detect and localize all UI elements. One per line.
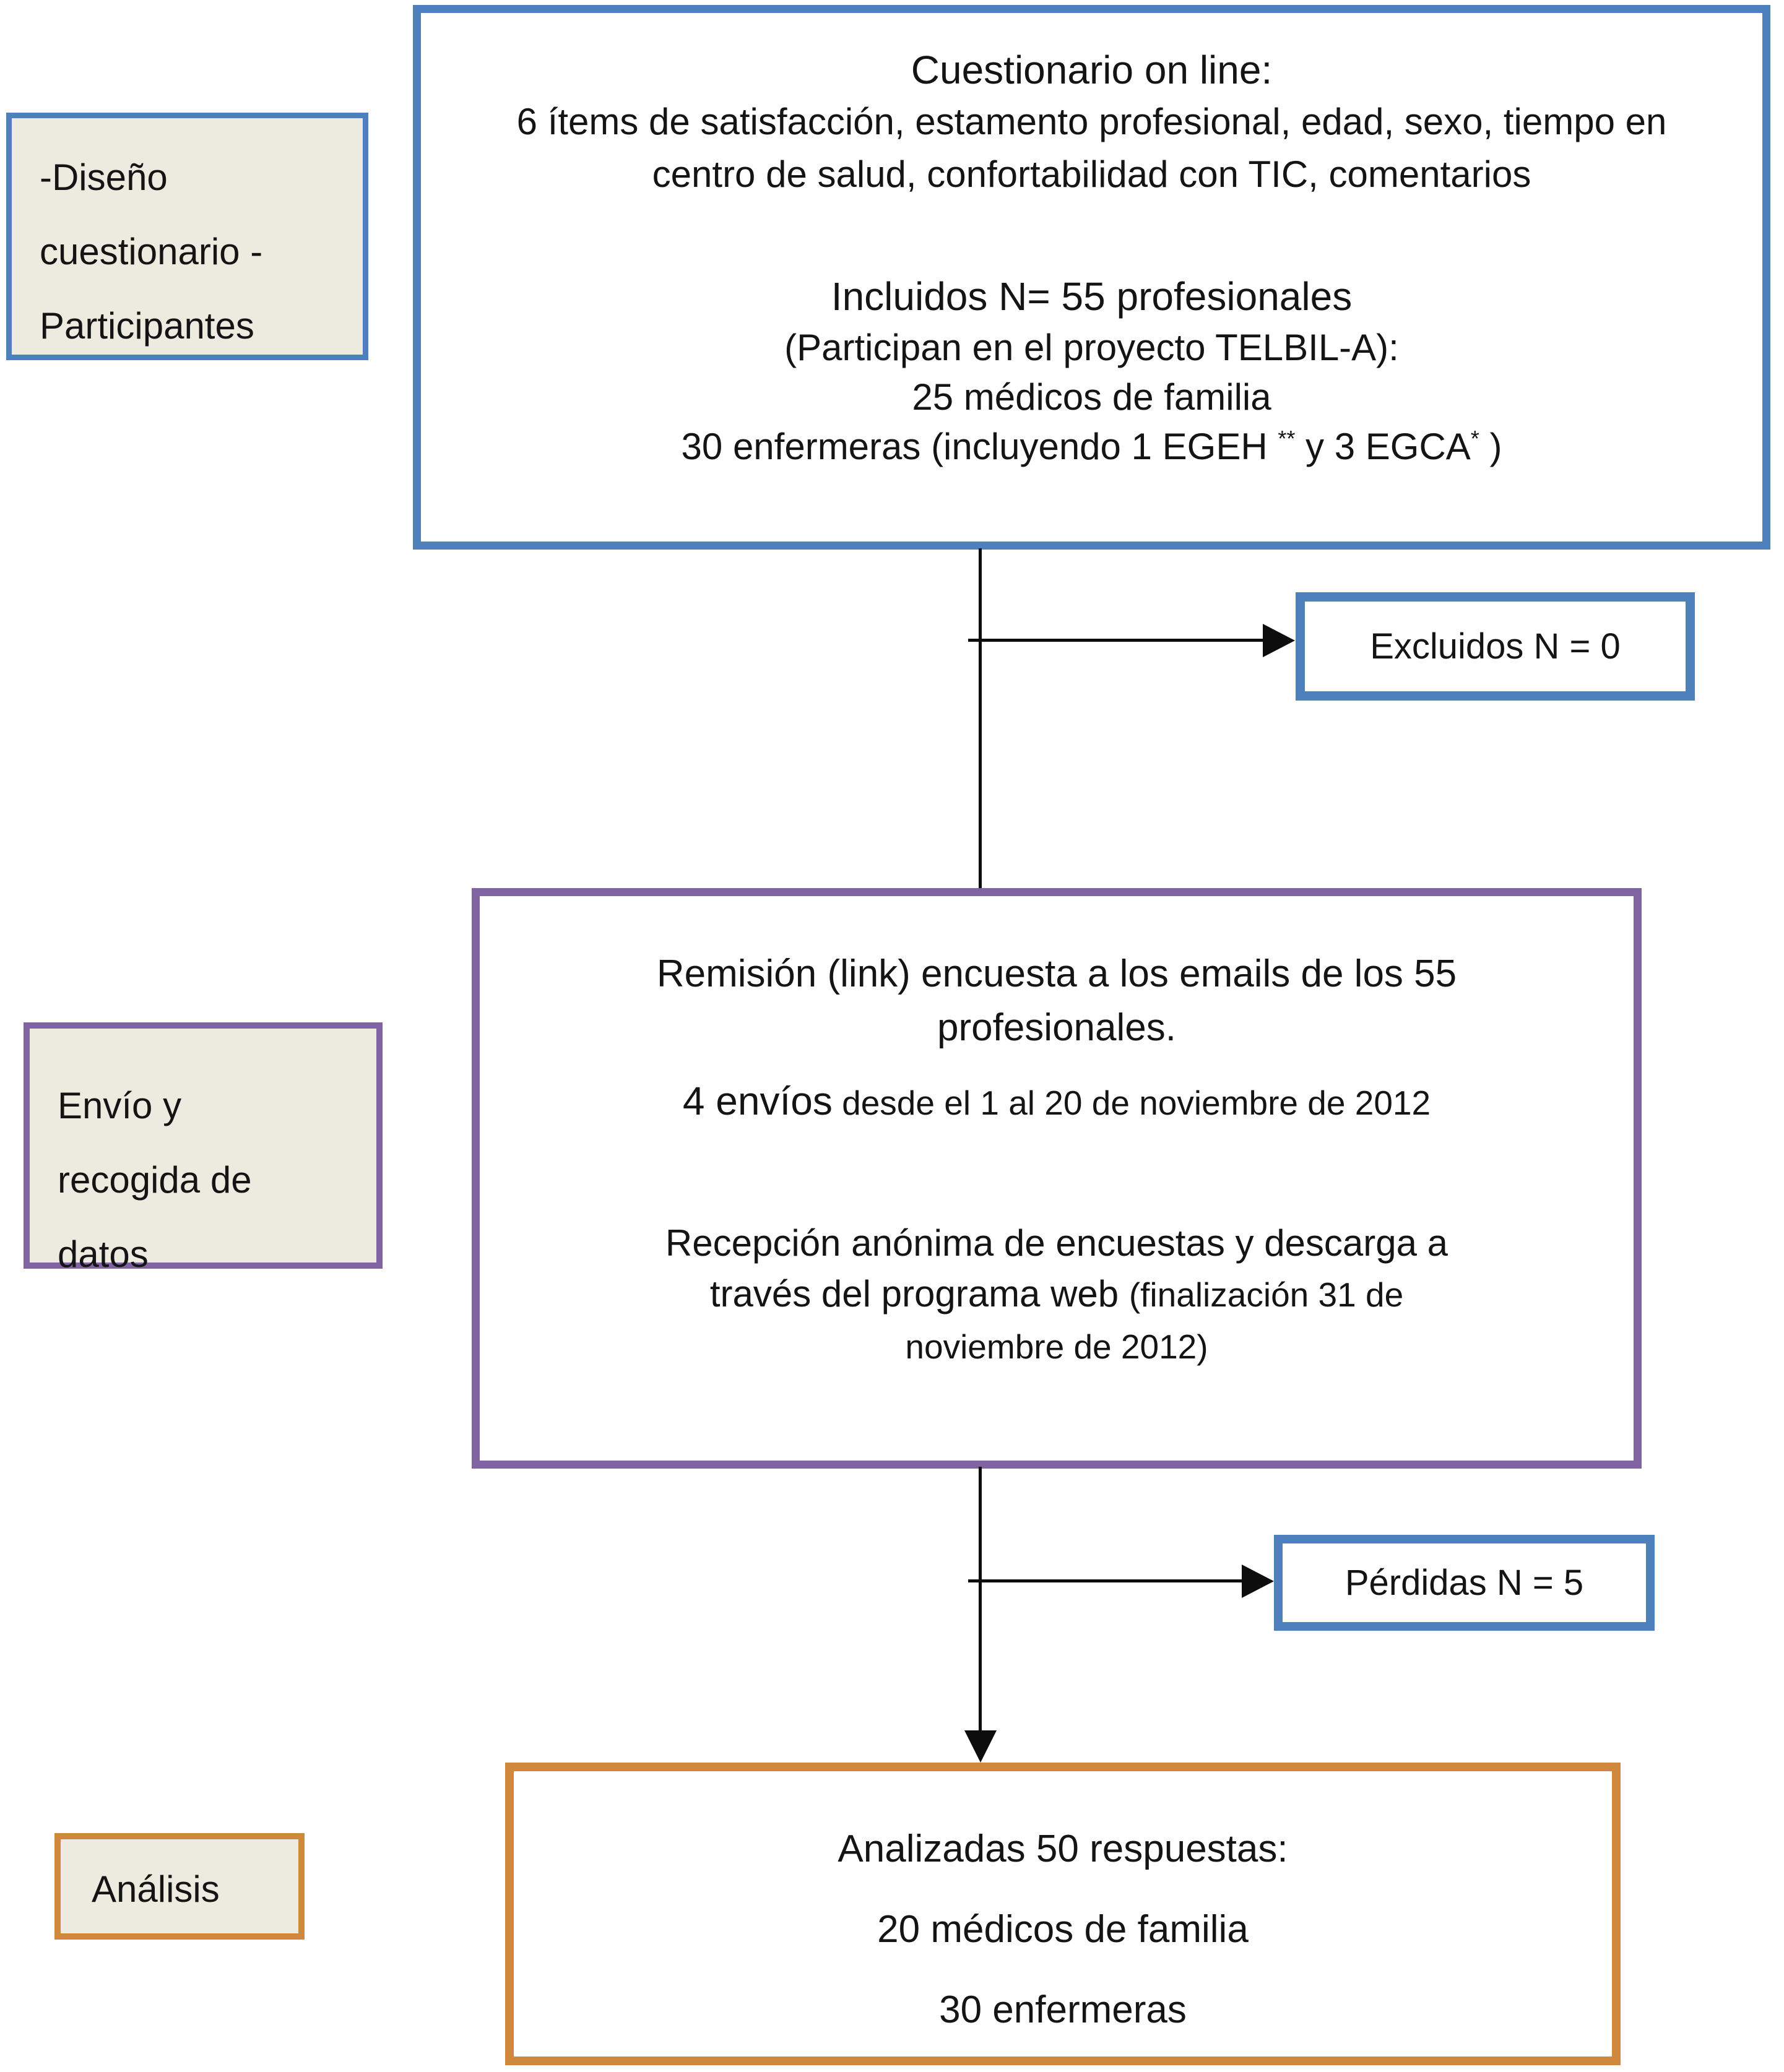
remission-line1: Remisión (link) encuesta a los emails de… <box>656 952 1457 995</box>
reception-line2-small: (finalización 31 de <box>1128 1276 1404 1314</box>
reception-line3: noviembre de 2012) <box>905 1327 1208 1366</box>
stage-label-analysis-line1: Análisis <box>92 1868 220 1910</box>
stage-label-design: -Diseño cuestionario - Participantes <box>6 113 368 360</box>
stage-label-design-line3: Participantes <box>40 305 254 347</box>
analyzed-arrowhead-icon <box>964 1730 997 1763</box>
nurses-footnote-egca: * <box>1470 426 1479 451</box>
stage-label-design-line2: cuestionario - <box>40 231 263 272</box>
sends-rest: desde el 1 al 20 de noviembre de 2012 <box>832 1084 1431 1122</box>
stage-label-collection: Envío y recogida de datos <box>24 1022 383 1275</box>
questionnaire-box: Cuestionario on line: 6 ítems de satisfa… <box>413 5 1770 550</box>
sends-line: 4 envíos desde el 1 al 20 de noviembre d… <box>480 1081 1634 1123</box>
losses-branch-line <box>968 1579 1243 1582</box>
questionnaire-items-line2: centro de salud, confortabilidad con TIC… <box>652 153 1531 195</box>
sends-emphasis: 4 envíos <box>682 1079 833 1123</box>
analyzed-line1: Analizadas 50 respuestas: <box>838 1828 1288 1870</box>
nurses-line: 30 enfermeras (incluyendo 1 EGEH ** y 3 … <box>421 428 1762 465</box>
questionnaire-title: Cuestionario on line: <box>911 48 1273 92</box>
submission-box: Remisión (link) encuesta a los emails de… <box>472 888 1642 1469</box>
stage-label-collection-line2: recogida de <box>58 1159 252 1201</box>
remission-line2: profesionales. <box>937 1006 1177 1049</box>
nurses-text-end: ) <box>1479 426 1502 467</box>
nurses-footnote-egeh: ** <box>1278 426 1296 451</box>
nurses-text-mid: y 3 EGCA <box>1295 426 1471 467</box>
stage-label-collection-line1: Envío y <box>58 1085 182 1126</box>
doctors-line: 25 médicos de familia <box>912 376 1271 418</box>
nurses-text: 30 enfermeras (incluyendo 1 EGEH <box>681 426 1278 467</box>
stage-label-collection-line3: datos <box>58 1233 149 1275</box>
questionnaire-items-line1: 6 ítems de satisfacción, estamento profe… <box>516 101 1667 142</box>
excluded-box: Excluidos N = 0 <box>1296 592 1695 701</box>
reception-line2-normal: través del programa web <box>709 1273 1129 1314</box>
excluded-arrowhead-icon <box>1263 624 1295 657</box>
connector-line-bottom <box>979 1467 982 1733</box>
project-line: (Participan en el proyecto TELBIL-A): <box>784 327 1399 368</box>
excluded-branch-line <box>968 639 1263 642</box>
stage-label-analysis: Análisis <box>54 1833 305 1940</box>
analyzed-box: Analizadas 50 respuestas: 20 médicos de … <box>505 1763 1621 2065</box>
connector-line-top <box>979 548 982 890</box>
reception-line2: través del programa web (finalización 31… <box>480 1273 1634 1314</box>
analyzed-line2: 20 médicos de familia <box>877 1908 1249 1951</box>
stage-label-design-line1: -Diseño <box>40 157 168 198</box>
reception-line1: Recepción anónima de encuestas y descarg… <box>665 1222 1448 1264</box>
losses-arrowhead-icon <box>1242 1565 1274 1598</box>
included-count-line: Incluidos N= 55 profesionales <box>831 274 1353 319</box>
analyzed-line3: 30 enfermeras <box>939 1988 1187 2031</box>
losses-box: Pérdidas N = 5 <box>1274 1535 1655 1631</box>
losses-box-text: Pérdidas N = 5 <box>1344 1563 1584 1603</box>
excluded-box-text: Excluidos N = 0 <box>1370 626 1621 667</box>
